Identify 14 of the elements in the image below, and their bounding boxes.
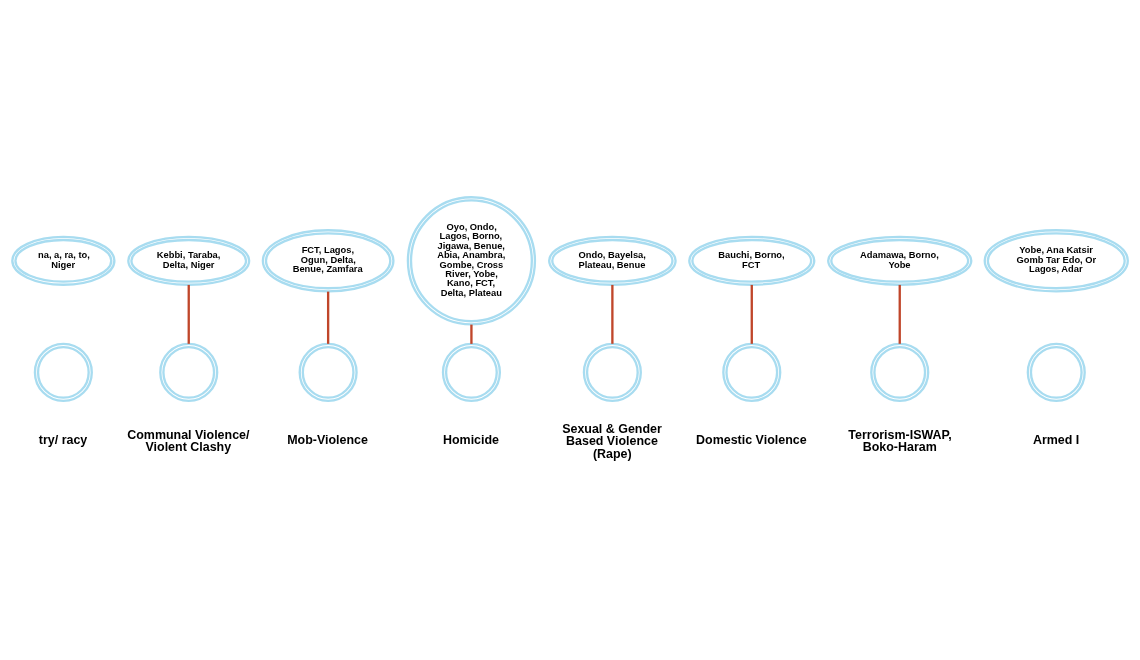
connector: [611, 284, 614, 344]
node-label: Communal Violence/ Violent Clashy: [127, 427, 250, 454]
connector: [898, 284, 901, 344]
node-label: Armed I: [1032, 432, 1080, 447]
connector: [326, 291, 330, 344]
connector: [470, 324, 473, 344]
node-label: Mob-Violence: [287, 432, 368, 447]
connector: [750, 284, 753, 344]
connector: [187, 284, 190, 344]
node-label: Sexual & Gender Based Violence (Rape): [562, 421, 662, 460]
node-label: try/ racy: [38, 432, 88, 447]
node-label: Homicide: [443, 432, 500, 447]
node-label: Terrorism-ISWAP, Boko-Haram: [848, 427, 952, 454]
node-label: Domestic Violence: [696, 432, 807, 447]
